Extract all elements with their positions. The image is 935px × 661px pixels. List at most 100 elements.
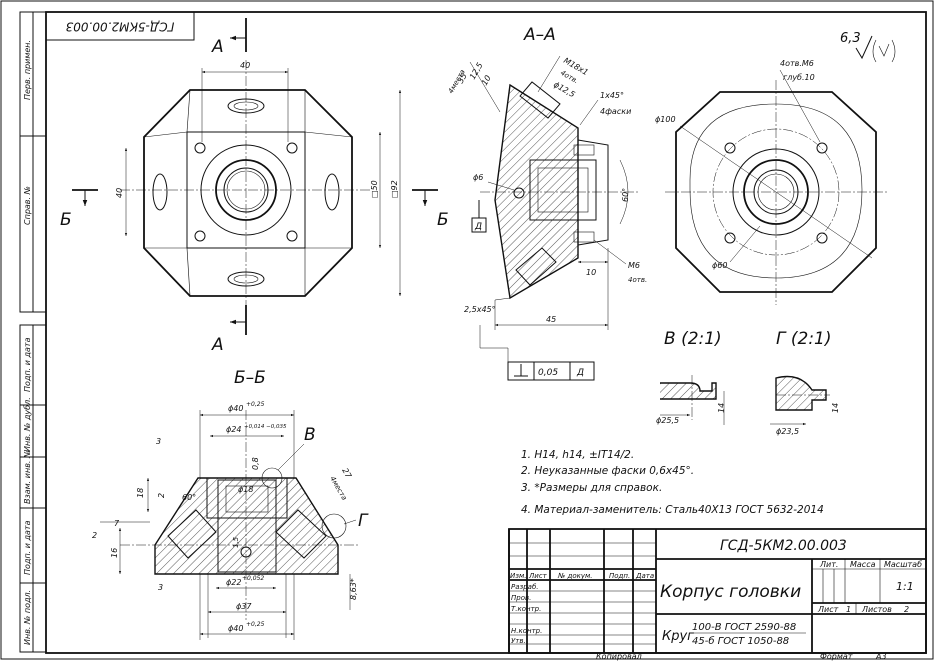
strip-label-first-use: Перв. примен. xyxy=(23,40,32,100)
strip-label-orig-inv: Инв. № подл. xyxy=(23,590,32,645)
tb-copied: Копировал xyxy=(596,652,642,661)
tb-part-name: Корпус головки xyxy=(660,582,801,602)
tb-role-approved: Утв. xyxy=(511,637,526,645)
tb-mass-label: Масса xyxy=(850,560,876,569)
note-1: 1. H14, h14, ±IT14/2. xyxy=(521,449,634,461)
tb-format-value: А3 xyxy=(875,652,887,661)
dim-sq92: □92 xyxy=(390,180,399,198)
dim-14-v: 14 xyxy=(717,403,726,413)
tb-material-bottom: 45-б ГОСТ 1050-88 xyxy=(692,635,789,647)
dim-14-g: 14 xyxy=(831,403,840,413)
mark-a-bottom: А xyxy=(211,335,224,355)
dim-45: 45 xyxy=(546,315,556,324)
dim-0-8: 0,8 xyxy=(251,457,260,470)
dim-16: 16 xyxy=(110,548,119,558)
tb-sheets-label: Листов xyxy=(861,605,892,614)
dim-d22: ϕ22 xyxy=(226,578,241,587)
dim-chamfer-2-5: 2,5x45° xyxy=(464,305,496,314)
dim-d60: ϕ60 xyxy=(712,261,727,270)
dim-d6: ϕ6 xyxy=(473,173,483,182)
mark-a-top: А xyxy=(211,37,224,57)
dim-18: 18 xyxy=(136,488,145,498)
datum-label: Д xyxy=(474,222,482,232)
tb-col-izm: Изм. xyxy=(510,572,526,580)
tb-sheet-num: 1 xyxy=(846,605,851,614)
dim-sq50: □50 xyxy=(370,180,379,198)
strip-label-sign-date-1: Подп. и дата xyxy=(23,337,32,392)
front-view: А А Б Б 40 40 □50 □92 xyxy=(60,18,449,355)
dim-7: 7 xyxy=(114,519,120,528)
mark-b-left: Б xyxy=(60,210,72,230)
tb-lit-label: Лит. xyxy=(819,560,838,569)
dim-chamfer: 1x45° xyxy=(600,91,624,100)
dim-top-40: 40 xyxy=(240,61,250,70)
detail-v: В (2:1) ϕ25,5 14 xyxy=(656,329,726,425)
dim-60-b: 60° xyxy=(182,493,196,502)
dim-60deg: 60° xyxy=(621,188,630,202)
dim-4holes-m6: 4отв. xyxy=(628,276,647,284)
tb-role-ncontrol: Н.контр. xyxy=(511,627,542,635)
strip-label-dup-inv: Инв. № дубл. xyxy=(23,397,32,452)
title-block: Изм. Лист № докум. Подп. Дата Разраб. Пр… xyxy=(508,528,927,661)
section-aa-title: А–А xyxy=(523,25,556,45)
tb-scale-label: Масштаб xyxy=(884,560,922,569)
mark-v: В xyxy=(304,425,316,445)
dim-holes-m6: 4отв.M6 xyxy=(780,59,814,68)
tb-role-dev: Разраб. xyxy=(511,583,539,591)
dim-d37: ϕ37 xyxy=(236,602,252,611)
stamp-code: ГСД-5КМ2.00.003 xyxy=(66,20,175,34)
dim-d24-tol: +0,014 −0,035 xyxy=(244,424,287,430)
detail-g: Г (2:1) ϕ23,5 14 xyxy=(770,329,840,436)
roughness-mark: 6,3 xyxy=(840,31,896,63)
strip-label-sign-date-2: Подп. и дата xyxy=(23,520,32,575)
dim-depth10: глуб.10 xyxy=(783,73,815,82)
left-strip: Перв. примен. Справ. № Подп. и дата Инв.… xyxy=(19,11,47,653)
dim-d18: ϕ18 xyxy=(238,485,253,494)
tb-col-list: Лист xyxy=(528,572,548,580)
dim-2: 2 xyxy=(157,493,166,498)
tolerance-value: 0,05 xyxy=(538,368,558,378)
tolerance-datum: Д xyxy=(576,368,584,378)
dim-d24: ϕ24 xyxy=(226,425,241,434)
tb-col-doc: № докум. xyxy=(557,572,593,580)
detail-v-title: В (2:1) xyxy=(664,329,722,349)
dim-m6: M6 xyxy=(628,261,640,270)
dim-3-b: 3 xyxy=(158,583,163,592)
dim-d25-5: ϕ25,5 xyxy=(656,416,679,425)
dim-d40-bottom-tol: +0,25 xyxy=(246,621,265,628)
dim-3: 3 xyxy=(156,437,161,446)
dim-27: 27 xyxy=(340,467,353,481)
dim-1-5: 1,5 xyxy=(232,536,240,548)
tb-material-top: 100-В ГОСТ 2590-88 xyxy=(692,622,796,633)
dim-d22-tol: +0,052 xyxy=(242,575,264,582)
dim-d23-5: ϕ23,5 xyxy=(776,427,799,436)
section-aa: А–А 35 12,5 10 4места M18x1 4отв. ϕ12,5 … xyxy=(447,25,647,381)
tb-role-check: Пров. xyxy=(511,594,531,602)
dim-8-63: 8,63* xyxy=(349,578,358,600)
tb-sheets-num: 2 xyxy=(904,605,909,614)
stamp-box: ГСД-5КМ2.00.003 xyxy=(45,11,195,41)
tb-doc-code: ГСД-5КМ2.00.003 xyxy=(720,538,847,554)
technical-notes: 1. H14, h14, ±IT14/2. 2. Неуказанные фас… xyxy=(521,449,824,516)
tb-role-tcontrol: Т.контр. xyxy=(511,605,541,613)
note-4: 4. Материал-заменитель: Сталь40Х13 ГОСТ … xyxy=(521,504,824,516)
right-view: ϕ100 ϕ60 4отв.M6 глуб.10 xyxy=(655,59,888,305)
tb-col-date: Дата xyxy=(635,572,654,580)
section-bb: Б–Б В Г ϕ40 +0,25 ϕ24 +0,014 −0,035 ϕ18 … xyxy=(92,368,369,640)
tb-material-prefix: Круг xyxy=(662,629,694,644)
tb-sheet-label: Лист xyxy=(817,605,839,614)
mark-b-right: Б xyxy=(437,210,449,230)
note-2: 2. Неуказанные фаски 0,6x45°. xyxy=(521,465,694,477)
detail-g-title: Г (2:1) xyxy=(776,329,832,349)
dim-2-b: 2 xyxy=(92,531,97,540)
dim-d40-bottom: ϕ40 xyxy=(228,624,243,633)
dim-d40-top: ϕ40 xyxy=(228,404,243,413)
dim-d40-top-tol: +0,25 xyxy=(246,401,265,408)
roughness-value: 6,3 xyxy=(840,31,861,46)
tb-scale-value: 1:1 xyxy=(896,580,914,593)
strip-label-ref-no: Справ. № xyxy=(23,186,32,225)
dim-left-40: 40 xyxy=(115,188,124,198)
dim-chamfer4: 4фаски xyxy=(600,107,631,116)
